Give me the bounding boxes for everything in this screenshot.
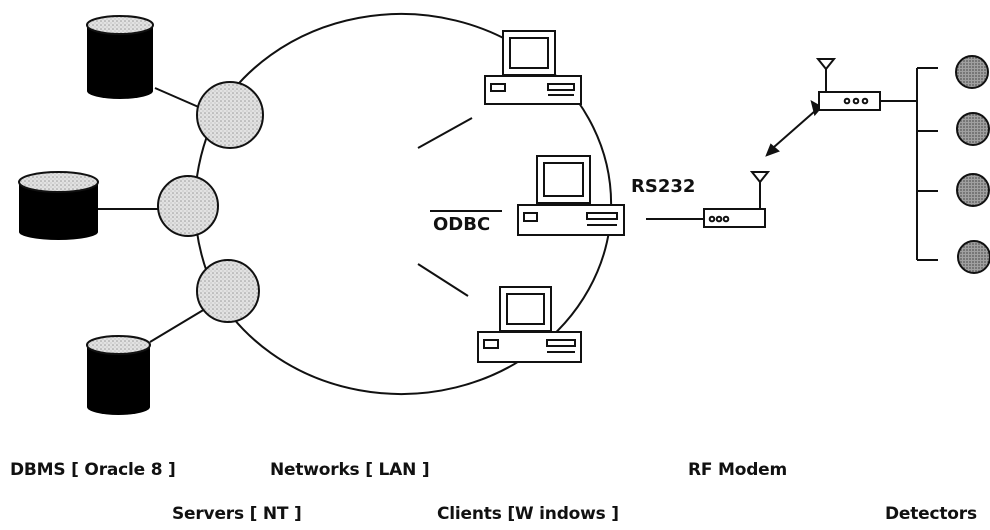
rs232-label: RS232 — [631, 176, 696, 197]
caption-clients: Clients [W indows ] — [437, 504, 619, 524]
wireless-link-arrow — [765, 100, 823, 157]
client-computer-bottom-icon — [477, 286, 582, 363]
rf-modem-remote-icon — [815, 58, 881, 111]
database-bottom-icon — [86, 335, 151, 415]
database-middle-icon — [18, 171, 99, 240]
detector-3-icon — [956, 173, 990, 207]
detector-1-icon — [955, 55, 989, 89]
client-link-bottom — [417, 263, 469, 297]
server-node-middle — [157, 175, 219, 237]
detector-2-icon — [956, 112, 990, 146]
client-computer-middle-icon — [517, 155, 625, 236]
caption-servers: Servers [ NT ] — [172, 504, 302, 524]
database-top-icon — [86, 15, 154, 99]
server-node-top — [196, 81, 264, 149]
client-link-top — [417, 117, 473, 149]
caption-detectors: Detectors — [885, 504, 977, 524]
odbc-label: ODBC — [433, 214, 491, 235]
caption-rf-modem: RF Modem — [688, 460, 788, 480]
client-computer-top-icon — [484, 30, 582, 105]
caption-networks: Networks [ LAN ] — [270, 460, 430, 480]
caption-dbms: DBMS [ Oracle 8 ] — [10, 460, 176, 480]
server-node-bottom — [196, 259, 260, 323]
detector-4-icon — [957, 240, 990, 274]
detector-bus — [880, 67, 938, 261]
db-link-bottom — [149, 305, 211, 343]
rf-modem-near-icon — [703, 171, 771, 228]
